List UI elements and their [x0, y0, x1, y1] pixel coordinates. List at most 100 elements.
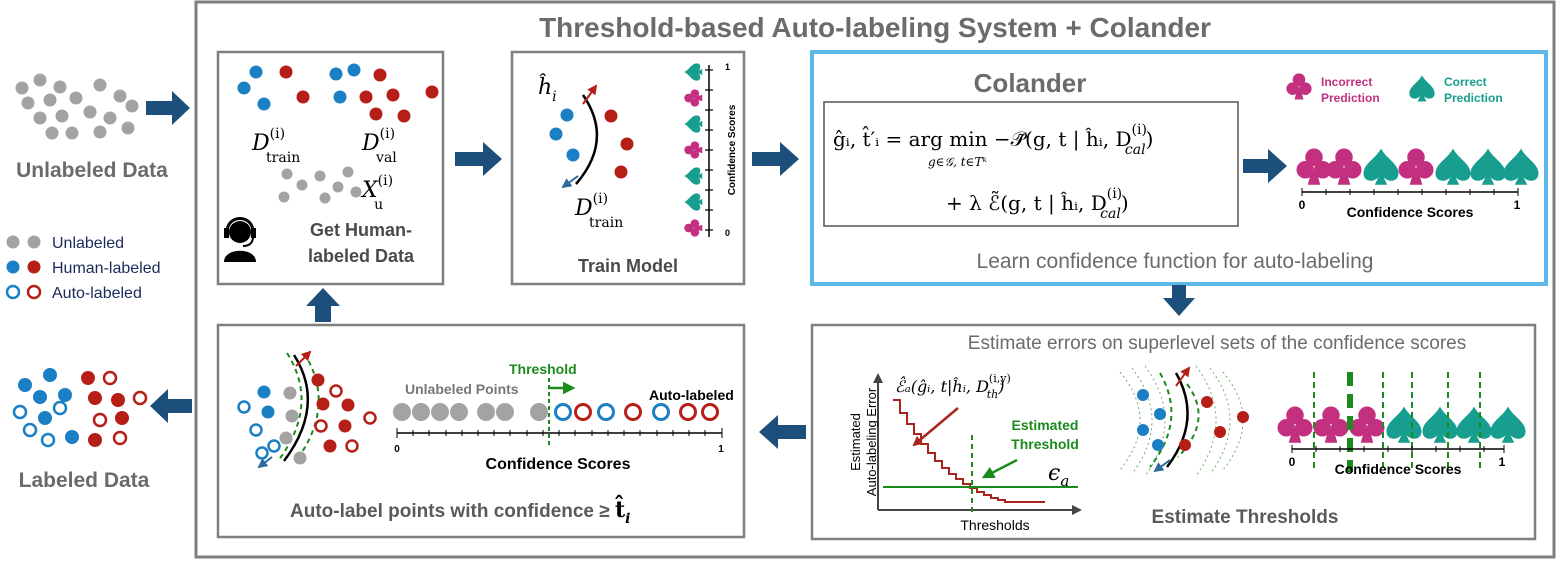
svg-text:ϵa: ϵa — [1048, 461, 1069, 490]
h-hat-sub: i — [552, 89, 556, 105]
threshold-box-header: Estimate errors on superlevel sets of th… — [968, 333, 1466, 354]
threshold-estimation-box — [810, 323, 1537, 541]
colander-axis-max: 1 — [1514, 198, 1521, 212]
epsilon-sub: a — [1060, 472, 1069, 490]
arrow-colander-to-thresholds — [1163, 285, 1195, 316]
est-error-label: ℰ̂ₐ(ĝᵢ, t|ĥᵢ, D — [895, 376, 989, 396]
threshold-axis-min: 0 — [1289, 455, 1296, 469]
epsilon-symbol: ϵ — [1048, 461, 1060, 486]
colander-eq-line2: + λ ℰ̃(g, t | ĥᵢ, D — [946, 190, 1107, 216]
error-curve — [893, 399, 1045, 503]
human-annotator-icon — [224, 217, 256, 262]
human-box-caption-line1: Get Human- — [310, 220, 412, 240]
error-plot: Estimated Auto-labeling Error Thresholds — [848, 373, 1082, 533]
train-box-caption: Train Model — [578, 256, 678, 276]
train-model-box — [510, 50, 746, 286]
colander-card-row — [1296, 148, 1539, 185]
x-u-sup: (i) — [378, 173, 393, 189]
x-u-sub: u — [374, 197, 383, 213]
arrow-train-to-colander — [752, 142, 799, 176]
output-arrow — [150, 389, 192, 423]
d-val-symbol: D — [361, 131, 380, 156]
colander-eq-argmin-sub: g∈𝒢, t∈Tᵏ — [928, 155, 987, 169]
human-labeling-box — [216, 50, 445, 286]
colander-eq1-sup: (i) — [1132, 122, 1147, 138]
auto-axis-max: 1 — [718, 444, 724, 455]
train-d-symbol: D — [574, 196, 593, 221]
threshold-label: Threshold — [509, 361, 577, 377]
autolabel-score-axis: 0 1 Confidence Scores — [394, 428, 724, 473]
main-title: Threshold-based Auto-labeling System + C… — [539, 12, 1211, 43]
decision-boundary — [575, 94, 599, 185]
unlabeled-data-label: Unlabeled Data — [16, 159, 168, 182]
estimated-threshold-line1: Estimated — [1012, 417, 1079, 433]
legend-auto-labeled: Auto-labeled — [52, 285, 142, 302]
train-d-sup: (i) — [593, 191, 608, 207]
colander-score-axis: 0 1 Confidence Scores — [1299, 188, 1521, 220]
train-points — [549, 108, 634, 179]
svg-text:D(i)train: D(i) train — [251, 126, 300, 166]
human-box-caption-line2: labeled Data — [308, 246, 415, 266]
legend-incorrect-line2: Prediction — [1321, 91, 1380, 105]
svg-text:ℰ̂ₐ(ĝᵢ, t|ĥᵢ, D(i,y)th): ℰ̂ₐ(ĝᵢ, t|ĥᵢ, D(i,y) th) — [895, 372, 1011, 401]
auto-axis-label: Confidence Scores — [486, 456, 631, 473]
legend-incorrect-line1: Incorrect — [1321, 75, 1372, 89]
svg-text:+ λ ℰ̃(g, t | ĥᵢ, D(i)cal): + λ ℰ̃(g, t | ĥᵢ, D(i) cal) — [946, 186, 1129, 222]
x-u-symbol: X — [360, 178, 379, 203]
colander-eq2-close: ) — [1121, 191, 1129, 215]
svg-text:D(i)val: D(i)val — [361, 126, 397, 166]
labeled-data-cluster — [12, 368, 148, 448]
autolabel-points-row — [393, 403, 719, 421]
train-d-sub: train — [589, 215, 623, 231]
arrow-eq-to-scores — [1243, 149, 1287, 183]
train-confidence-axis: 1 0 Confidence Scores — [705, 62, 738, 238]
colander-axis-label: Confidence Scores — [1347, 204, 1474, 220]
colander-axis-min: 0 — [1299, 198, 1306, 212]
colander-legend: Incorrect Prediction Correct Prediction — [1286, 73, 1503, 105]
threshold-axis-max: 1 — [1499, 455, 1506, 469]
arrow-thresholds-to-autolabel — [759, 415, 806, 449]
legend-correct-line2: Prediction — [1444, 91, 1503, 105]
d-train-symbol: D — [251, 131, 270, 156]
auto-label-box — [216, 323, 746, 539]
colander-eq2-sup: (i) — [1107, 186, 1122, 202]
error-plot-x-label: Thresholds — [960, 517, 1029, 533]
unlabeled-points-label: Unlabeled Points — [405, 381, 519, 397]
d-train-sub: train — [266, 150, 300, 166]
threshold-box-caption: Estimate Thresholds — [1152, 507, 1339, 528]
colander-eq1-close: ) — [1146, 127, 1154, 151]
auto-labeled-label: Auto-labeled — [649, 387, 734, 403]
auto-box-caption-t: t̂ — [615, 495, 626, 523]
estimated-threshold-line2: Threshold — [1011, 436, 1079, 452]
svg-text:X(i)u: X(i) u — [360, 173, 393, 213]
est-error-sub: th — [987, 388, 999, 401]
d-val-sup: (i) — [380, 126, 395, 142]
svg-text:ĥi: ĥi — [538, 73, 557, 105]
legend-human-labeled: Human-labeled — [52, 260, 161, 277]
auto-axis-min: 0 — [394, 444, 400, 455]
labeled-data-label: Labeled Data — [19, 469, 150, 492]
colander-eq1-sub: cal — [1125, 142, 1146, 158]
colander-box — [810, 50, 1548, 286]
svg-text:D(i)train: D(i) train — [574, 191, 623, 231]
error-plot-y-line1: Estimated — [848, 413, 863, 471]
train-axis-top: 1 — [725, 62, 730, 72]
legend-correct-line1: Correct — [1444, 75, 1487, 89]
input-arrow — [146, 91, 190, 125]
d-train-sup: (i) — [270, 126, 285, 142]
colander-objective-box — [823, 101, 1239, 227]
legend: Unlabeled Human-labeled Auto-labeled — [5, 235, 161, 302]
auto-box-caption: Auto-label points with confidence ≥ — [290, 501, 615, 522]
threshold-score-axis: 0 1 Confidence Scores — [1289, 445, 1506, 477]
human-labeled-points — [237, 63, 439, 204]
svg-text:Auto-label points with confide: Auto-label points with confidence ≥ t̂i — [290, 495, 631, 527]
est-error-close: ) — [997, 377, 1004, 396]
colander-eq2-sub: cal — [1100, 206, 1121, 222]
est-error-sup: (i,y) — [989, 372, 1011, 385]
colander-eq-line1: ĝᵢ, t̂′ᵢ = arg min −𝒫̃(g, t | ĥᵢ, D — [833, 125, 1132, 152]
auto-box-caption-sub: i — [625, 511, 630, 527]
threshold-candidates — [1313, 372, 1481, 472]
arrow-human-to-train — [455, 142, 502, 176]
train-card-symbols — [684, 63, 703, 237]
